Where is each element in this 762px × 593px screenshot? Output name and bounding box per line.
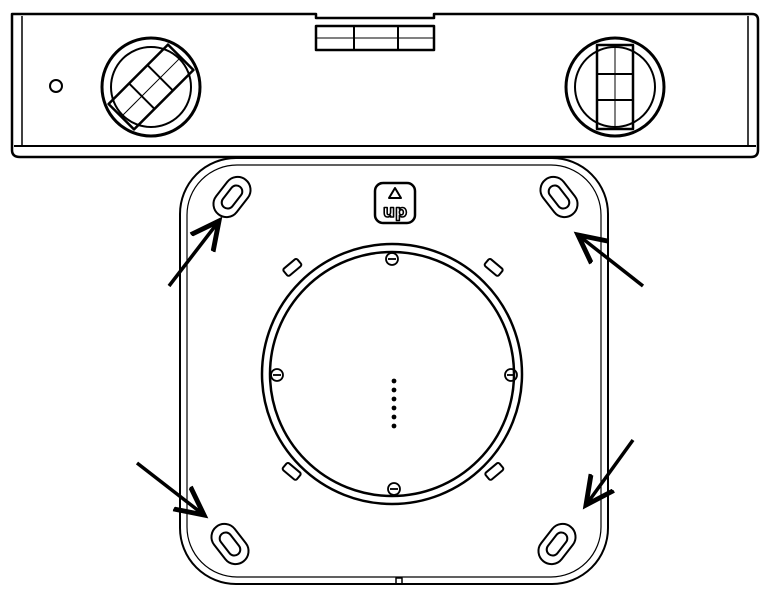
clip-tab-top-right [483,257,504,277]
hang-hole-icon [49,79,63,93]
top-vial [314,24,436,52]
plate-outer-edge [179,157,609,585]
screw-slot-bottom-left [210,522,250,566]
clip-tab-top-left [282,257,303,277]
mounting-plate: up [179,157,609,585]
screw-slot-bottom-right [537,522,577,566]
arrows [135,221,645,515]
screw-slot-top-left [212,175,252,219]
led-dots [391,378,397,429]
plate-bottom-notch [395,577,403,584]
screw-slot-top-right [539,175,579,219]
screw-top-icon [385,252,399,266]
arrow-top-right [578,235,645,288]
up-badge: up [373,181,417,225]
led-dot [391,405,397,411]
arrow-bottom-right [586,438,635,505]
plate-inner-edge [186,164,602,578]
led-dot [391,396,397,402]
arrow-top-left [167,221,219,288]
level-body-outline [10,12,760,159]
clip-tab-bottom-left [281,461,302,481]
screw-right-icon [504,368,518,382]
left-diagonal-vial [100,36,202,138]
led-dot [391,423,397,429]
center-ring-outer [260,242,524,506]
clip-tabs [281,257,505,481]
up-triangle-icon [388,187,402,199]
spirit-level [10,12,760,159]
ring-screws [270,252,518,496]
led-dot [391,387,397,393]
right-vertical-vial [564,36,666,138]
up-badge-label: up [383,202,407,222]
screw-left-icon [270,368,284,382]
center-ring-inner [268,250,516,498]
led-dot [391,414,397,420]
screw-bottom-icon [387,482,401,496]
led-dot [391,378,397,384]
arrow-bottom-left [135,461,204,515]
clip-tab-bottom-right [484,461,505,481]
